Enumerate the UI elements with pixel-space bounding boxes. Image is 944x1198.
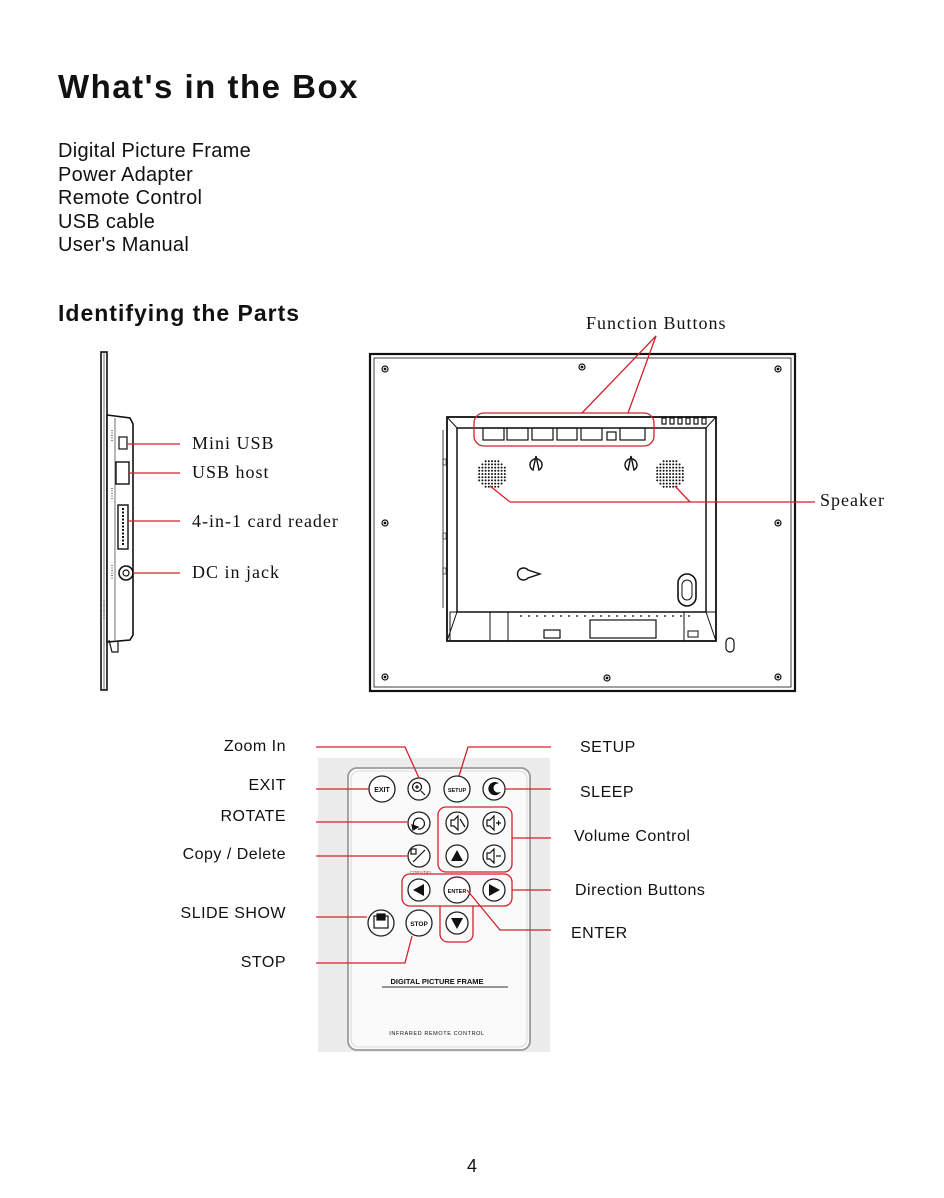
remote-stop-key-text: STOP xyxy=(410,921,428,928)
list-item: Power Adapter xyxy=(58,163,194,186)
parts-title: Identifying the Parts xyxy=(58,300,301,326)
list-item: User's Manual xyxy=(58,234,190,256)
setup-label: SETUP xyxy=(580,739,636,756)
volume-control-label: Volume Control xyxy=(574,828,691,845)
direction-buttons-label: Direction Buttons xyxy=(575,882,706,899)
remote-exit-key-text: EXIT xyxy=(374,787,390,794)
list-item: Remote Control xyxy=(58,187,203,209)
remote-control: EXIT SETUP ENTER STOP COPY/DEL DIGITAL P… xyxy=(318,758,550,1052)
copy-delete-label: Copy / Delete xyxy=(182,846,286,863)
speaker-grille-right xyxy=(656,460,684,488)
frame-side-view xyxy=(100,351,134,691)
frame-back-view xyxy=(368,352,797,693)
remote-callout-lines xyxy=(316,746,551,964)
page-number: 4 xyxy=(466,1156,477,1176)
function-buttons-label: Function Buttons xyxy=(586,313,727,333)
sleep-label: SLEEP xyxy=(580,784,635,801)
speaker-grille-left xyxy=(478,460,506,488)
side-callout-lines xyxy=(127,443,180,574)
rotate-label: ROTATE xyxy=(220,808,286,825)
dc-in-jack-label: DC in jack xyxy=(192,562,280,582)
mini-usb-label: Mini USB xyxy=(192,433,275,453)
remote-enter-key-text: ENTER xyxy=(448,889,467,895)
zoom-in-label: Zoom In xyxy=(223,738,286,755)
back-callout-lines xyxy=(473,335,815,503)
speaker-label: Speaker xyxy=(820,490,885,510)
list-item: Digital Picture Frame xyxy=(58,140,252,162)
usb-host-label: USB host xyxy=(192,462,270,482)
slide-show-label: SLIDE SHOW xyxy=(180,905,286,922)
exit-label: EXIT xyxy=(248,777,286,794)
remote-footer-line: INFRARED REMOTE CONTROL xyxy=(389,1031,484,1037)
remote-setup-key-text: SETUP xyxy=(448,788,467,794)
remote-copy-del-text: COPY/DEL xyxy=(410,870,433,875)
box-title: What's in the Box xyxy=(58,68,360,105)
remote-brand-line: DIGITAL PICTURE FRAME xyxy=(390,977,483,986)
enter-label: ENTER xyxy=(571,925,628,942)
list-item: USB cable xyxy=(58,210,156,233)
card-reader-label: 4-in-1 card reader xyxy=(192,511,339,531)
box-contents-list: Digital Picture Frame Power Adapter Remo… xyxy=(58,140,251,258)
stop-label: STOP xyxy=(240,954,286,971)
